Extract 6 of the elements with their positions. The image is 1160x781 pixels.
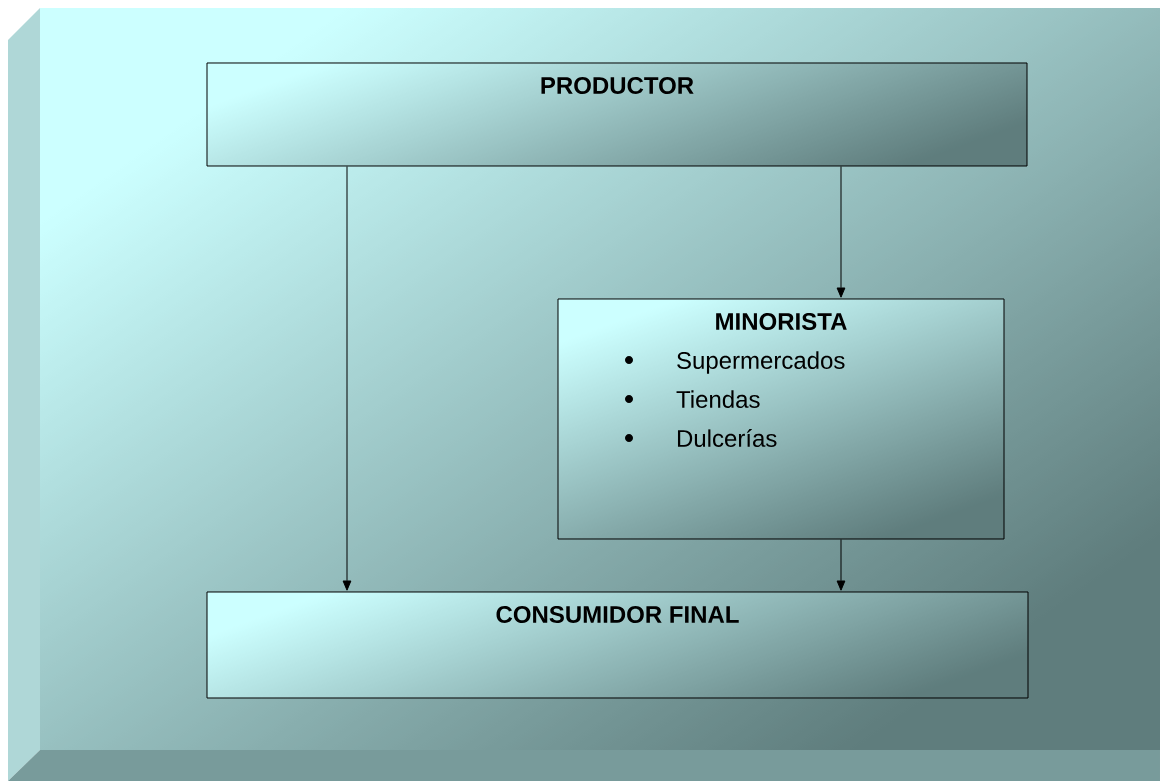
arrow [342,166,352,591]
process-box: MINORISTA Supermercados Tiendas Dulcerías [557,298,1005,540]
arrow [836,166,846,298]
arrow [836,539,846,591]
process-box: PRODUCTOR [206,62,1028,167]
process-box: CONSUMIDOR FINAL [206,591,1029,699]
